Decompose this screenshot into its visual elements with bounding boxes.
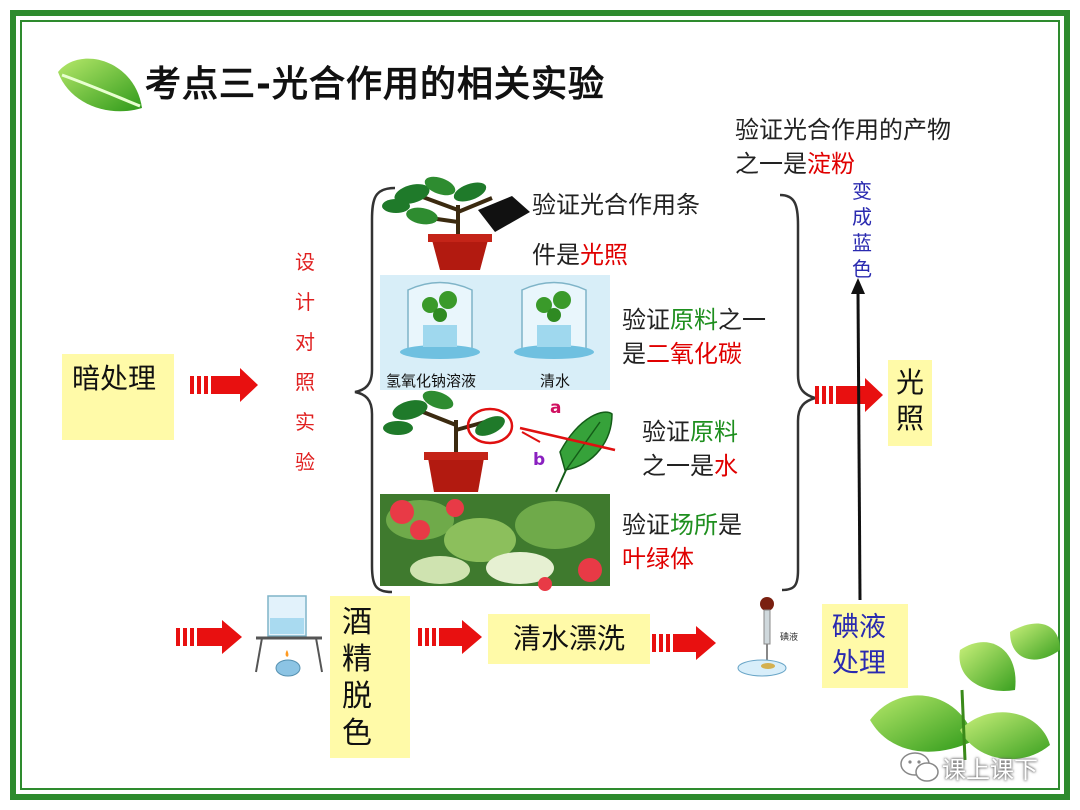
dark-treatment-box: 暗处理 [62,354,174,440]
slide-border-inner [20,20,1060,790]
exp-co2-prefix: 验证 [622,306,670,334]
design-char: 计 [295,290,315,314]
product-keyword: 淀粉 [807,150,855,178]
exp-light-line1: 验证光合作用条 [532,191,700,219]
leaf-mark-a: a [550,398,562,418]
alcohol-lamp-beaker-image [255,595,323,677]
exp-light-text: 验证光合作用条 件是光照 [532,180,700,280]
product-text: 验证光合作用的产物 之一是淀粉 [735,113,951,181]
arrow-iodine-up [851,278,865,601]
potted-plant-covered-image [382,176,530,270]
wechat-logo-icon [900,752,939,782]
design-char: 验 [295,450,315,474]
exp-chloro-kw1: 场所 [670,511,718,539]
exp-chloro-text: 验证场所是 叶绿体 [622,508,742,576]
jar-label-right: 清水 [540,372,571,390]
blue-char: 蓝 [852,231,872,255]
arrow-rinse-to-iodine [652,626,716,660]
watermark-text: 课上课下 [942,756,1038,784]
exp-water-kw1: 原料 [690,418,738,446]
exp-co2-line2: 是 [622,340,646,368]
design-char: 设 [295,250,315,274]
design-control-label: 设 计 对 照 实 验 [293,242,317,482]
exp-light-line2: 件是 [532,241,580,269]
turns-blue-label: 变 成 蓝 色 [850,178,874,282]
blue-char: 成 [852,205,872,229]
exp-chloro-kw2: 叶绿体 [622,545,694,573]
exp-water-line2: 之一是 [642,452,714,480]
dark-treatment-label: 暗处理 [72,362,157,395]
exp-co2-mid: 之一 [718,306,766,334]
detached-leaf-image [519,411,616,493]
exp-co2-text: 验证原料之一 是二氧化碳 [622,303,766,371]
dropper-label: 碘液 [780,633,799,643]
arrow-into-alcohol [176,620,242,654]
leaf-mark-b: b [533,450,546,470]
left-brace [354,186,396,594]
arrow-dark-to-design [190,368,258,402]
right-brace [779,193,820,592]
potted-plant-leaf-image [383,390,514,492]
iodine-box: 碘液处理 [822,604,908,688]
design-char: 对 [295,330,315,354]
rinse-label: 清水漂洗 [512,622,625,655]
page-title: 考点三-光合作用的相关实验 [145,64,605,105]
exp-water-prefix: 验证 [642,418,690,446]
alcohol-decolor-box: 酒精脱色 [330,596,410,758]
product-line1: 验证光合作用的产物 [735,116,951,144]
dropper-dish-image [737,597,787,677]
blue-char: 变 [852,179,872,203]
rinse-box: 清水漂洗 [488,614,650,664]
arrow-to-light [815,378,883,412]
iodine-label: 碘液处理 [832,612,886,679]
light-box: 光照 [888,360,932,446]
bell-jars-image [380,275,610,390]
title-leaf-icon [58,58,142,112]
exp-water-text: 验证原料 之一是水 [642,415,738,483]
design-char: 照 [295,370,315,394]
exp-co2-kw1: 原料 [670,306,718,334]
exp-water-kw2: 水 [714,452,738,480]
exp-chloro-mid: 是 [718,511,742,539]
decorative-leaves-image [870,623,1060,761]
exp-co2-kw2: 二氧化碳 [646,340,742,368]
alcohol-decolor-label: 酒精脱色 [342,605,372,751]
blue-char: 色 [852,257,872,281]
geranium-photo-image [380,494,610,591]
exp-chloro-prefix: 验证 [622,511,670,539]
design-char: 实 [295,410,315,434]
exp-light-keyword: 光照 [580,241,628,269]
arrow-alcohol-to-rinse [418,620,482,654]
slide-border-outer [10,10,1070,800]
jar-label-left: 氢氧化钠溶液 [386,372,477,390]
light-label: 光照 [896,366,925,435]
product-line2: 之一是 [735,150,807,178]
